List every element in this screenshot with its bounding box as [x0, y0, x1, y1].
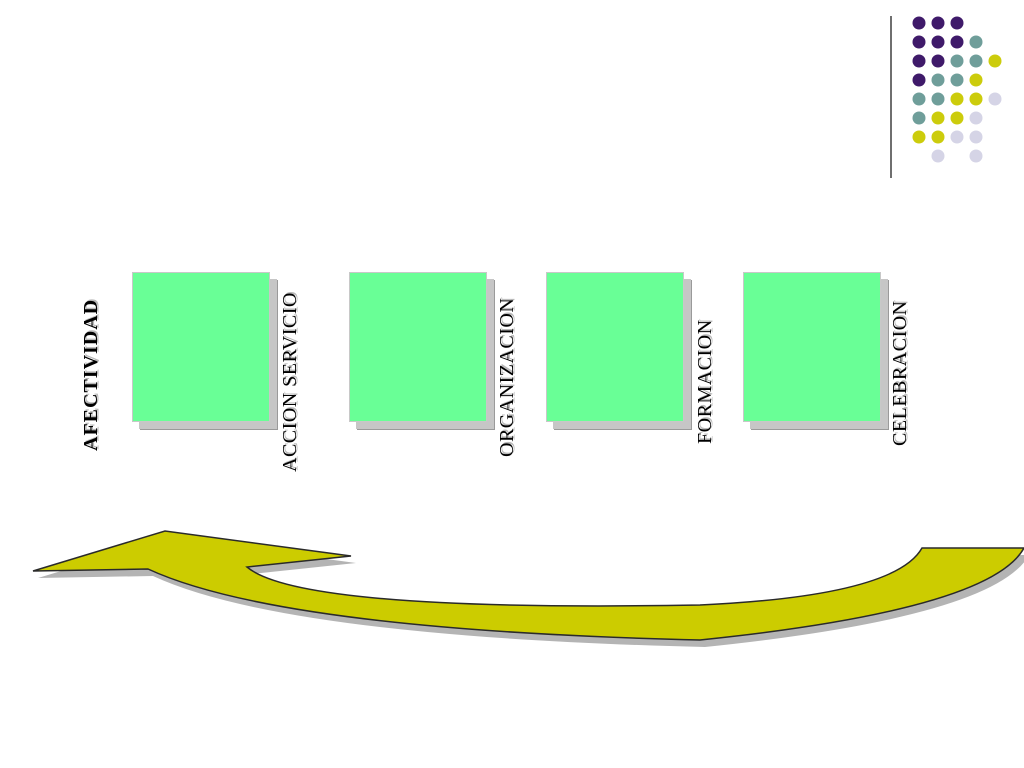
- dot: [931, 92, 945, 106]
- dot: [969, 149, 983, 163]
- dot: [988, 92, 1002, 106]
- stage-box-2: [349, 272, 487, 422]
- dot: [950, 73, 964, 87]
- dot: [931, 149, 945, 163]
- dot: [969, 73, 983, 87]
- dot: [950, 130, 964, 144]
- dot: [950, 35, 964, 49]
- dot: [931, 111, 945, 125]
- curved-return-arrow-icon: [32, 530, 1024, 647]
- dot: [950, 16, 964, 30]
- dot: [950, 92, 964, 106]
- dot: [912, 73, 926, 87]
- dot: [950, 54, 964, 68]
- dot: [912, 54, 926, 68]
- dot: [969, 54, 983, 68]
- dot: [931, 35, 945, 49]
- dot: [912, 92, 926, 106]
- stage-label-organizacion: ORGANIZACION: [496, 297, 518, 457]
- dot: [969, 92, 983, 106]
- dot: [969, 130, 983, 144]
- dot: [931, 130, 945, 144]
- stage-box-3: [546, 272, 684, 422]
- dot: [912, 35, 926, 49]
- stage-label-accion-servicio: ACCION SERVICIO: [279, 292, 301, 472]
- stage-label-formacion: FORMACION: [694, 319, 716, 444]
- dot: [931, 73, 945, 87]
- stage-label-celebracion: CELEBRACION: [889, 300, 911, 447]
- stage-box-4: [743, 272, 881, 422]
- dot: [912, 16, 926, 30]
- dot-grid-icon: [912, 16, 1002, 163]
- dot: [969, 111, 983, 125]
- dot: [969, 35, 983, 49]
- dot: [912, 111, 926, 125]
- stage-label-afectividad: AFECTIVIDAD: [80, 298, 102, 451]
- dot: [931, 54, 945, 68]
- divider-line: [890, 16, 892, 178]
- dot: [950, 111, 964, 125]
- stage-box-1: [132, 272, 270, 422]
- dot: [912, 130, 926, 144]
- dot: [988, 54, 1002, 68]
- dot: [931, 16, 945, 30]
